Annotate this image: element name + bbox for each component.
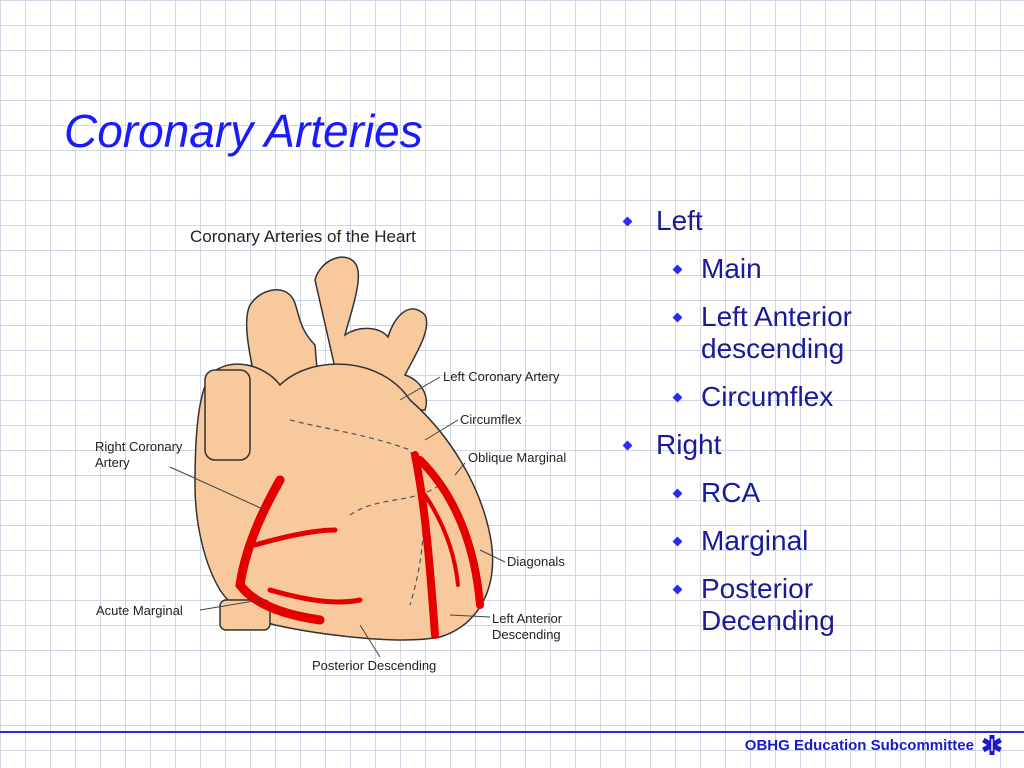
leader-line xyxy=(449,614,491,618)
diamond-bullet-icon xyxy=(622,440,633,451)
acute-marginal-branch xyxy=(267,587,363,605)
diagram-title: Coronary Arteries of the Heart xyxy=(190,227,416,246)
right-coronary-artery xyxy=(235,475,325,625)
chamber-outline-dashed xyxy=(349,484,441,516)
label-circumflex: Circumflex xyxy=(460,412,522,427)
leader-line xyxy=(454,462,466,476)
left-anterior-descending-artery xyxy=(411,451,439,639)
bullet-rca: RCA xyxy=(616,477,1016,509)
star-of-life-icon xyxy=(982,735,1002,755)
bullet-left-anterior-descending: Left Anterior descending xyxy=(616,301,931,365)
heart-diagram: Coronary Arteries of the Heart Left Coro… xyxy=(80,205,600,695)
diagonal-artery xyxy=(423,493,460,587)
diamond-bullet-icon xyxy=(672,312,683,323)
heart-illustration: Coronary Arteries of the Heart Left Coro… xyxy=(95,227,566,673)
bullet-marginal: Marginal xyxy=(616,525,1016,557)
bullet-posterior-decending: Posterior Decending xyxy=(616,573,931,637)
label-right-coronary-line2: Artery xyxy=(95,455,130,470)
leader-line xyxy=(169,466,266,511)
vena-cava-shape xyxy=(204,369,251,461)
diamond-bullet-icon xyxy=(672,264,683,275)
inferior-vena-cava-shape xyxy=(219,599,271,631)
diamond-bullet-icon xyxy=(672,584,683,595)
leader-line xyxy=(199,599,261,611)
diamond-bullet-icon xyxy=(622,216,633,227)
diamond-bullet-icon xyxy=(672,536,683,547)
bullet-right: Right xyxy=(616,429,1016,461)
bullet-circumflex: Circumflex xyxy=(616,381,1016,413)
slide-title: Coronary Arteries xyxy=(64,105,423,157)
acute-marginal-artery xyxy=(252,527,338,548)
footer-text: OBHG Education Subcommittee xyxy=(744,737,974,754)
diamond-bullet-icon xyxy=(672,392,683,403)
oblique-marginal-artery xyxy=(416,456,484,609)
diamond-bullet-icon xyxy=(672,488,683,499)
leader-line xyxy=(359,624,381,658)
bullet-list: Left Main Left Anterior descending Circu… xyxy=(616,205,1016,653)
label-right-coronary-line1: Right Coronary xyxy=(95,439,183,454)
label-lad-line2: Descending xyxy=(492,627,561,642)
bullet-main: Main xyxy=(616,253,1016,285)
chamber-outline-dashed xyxy=(289,419,424,606)
label-oblique-marginal: Oblique Marginal xyxy=(468,450,566,465)
leader-line xyxy=(424,419,459,441)
label-acute-marginal: Acute Marginal xyxy=(96,603,183,618)
label-left-coronary-artery: Left Coronary Artery xyxy=(443,369,560,384)
footer-divider xyxy=(0,731,1024,733)
leader-line xyxy=(399,376,441,401)
label-posterior-descending: Posterior Descending xyxy=(312,658,436,673)
label-lad-line1: Left Anterior xyxy=(492,611,563,626)
bullet-left: Left xyxy=(616,205,1016,237)
label-diagonals: Diagonals xyxy=(507,554,565,569)
leader-line xyxy=(479,549,506,563)
